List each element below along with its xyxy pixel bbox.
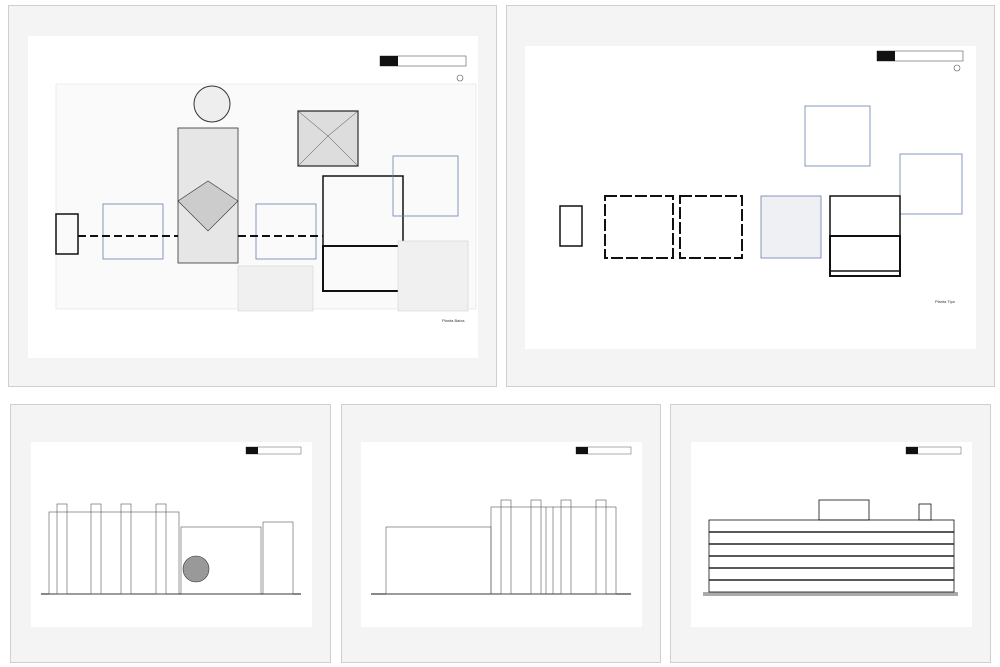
sheet-title: Planta Baixa [442, 318, 465, 323]
drawing-thumbnail-elevation-1[interactable] [10, 404, 331, 663]
sheet-title: Planta Tipo [935, 299, 956, 304]
drawing-thumbnail-elevation-2[interactable] [341, 404, 661, 663]
ground-plan-drawing [55, 55, 477, 312]
drawing-sheet: Planta Tipo [525, 46, 976, 349]
drawing-thumbnail-typical-plan[interactable]: Planta Tipo [506, 5, 995, 387]
drawing-sheet: Planta Baixa [28, 36, 478, 358]
drawing-sheet [31, 442, 312, 627]
section-drawing [703, 446, 962, 596]
elevation-drawing [41, 446, 302, 595]
elevation-drawing [371, 446, 632, 595]
drawing-sheet [361, 442, 642, 627]
drawing-thumbnail-ground-plan[interactable]: Planta Baixa [8, 5, 497, 387]
typical-plan-drawing [559, 50, 964, 277]
drawing-sheet [691, 442, 972, 627]
drawing-thumbnail-section[interactable] [670, 404, 991, 663]
